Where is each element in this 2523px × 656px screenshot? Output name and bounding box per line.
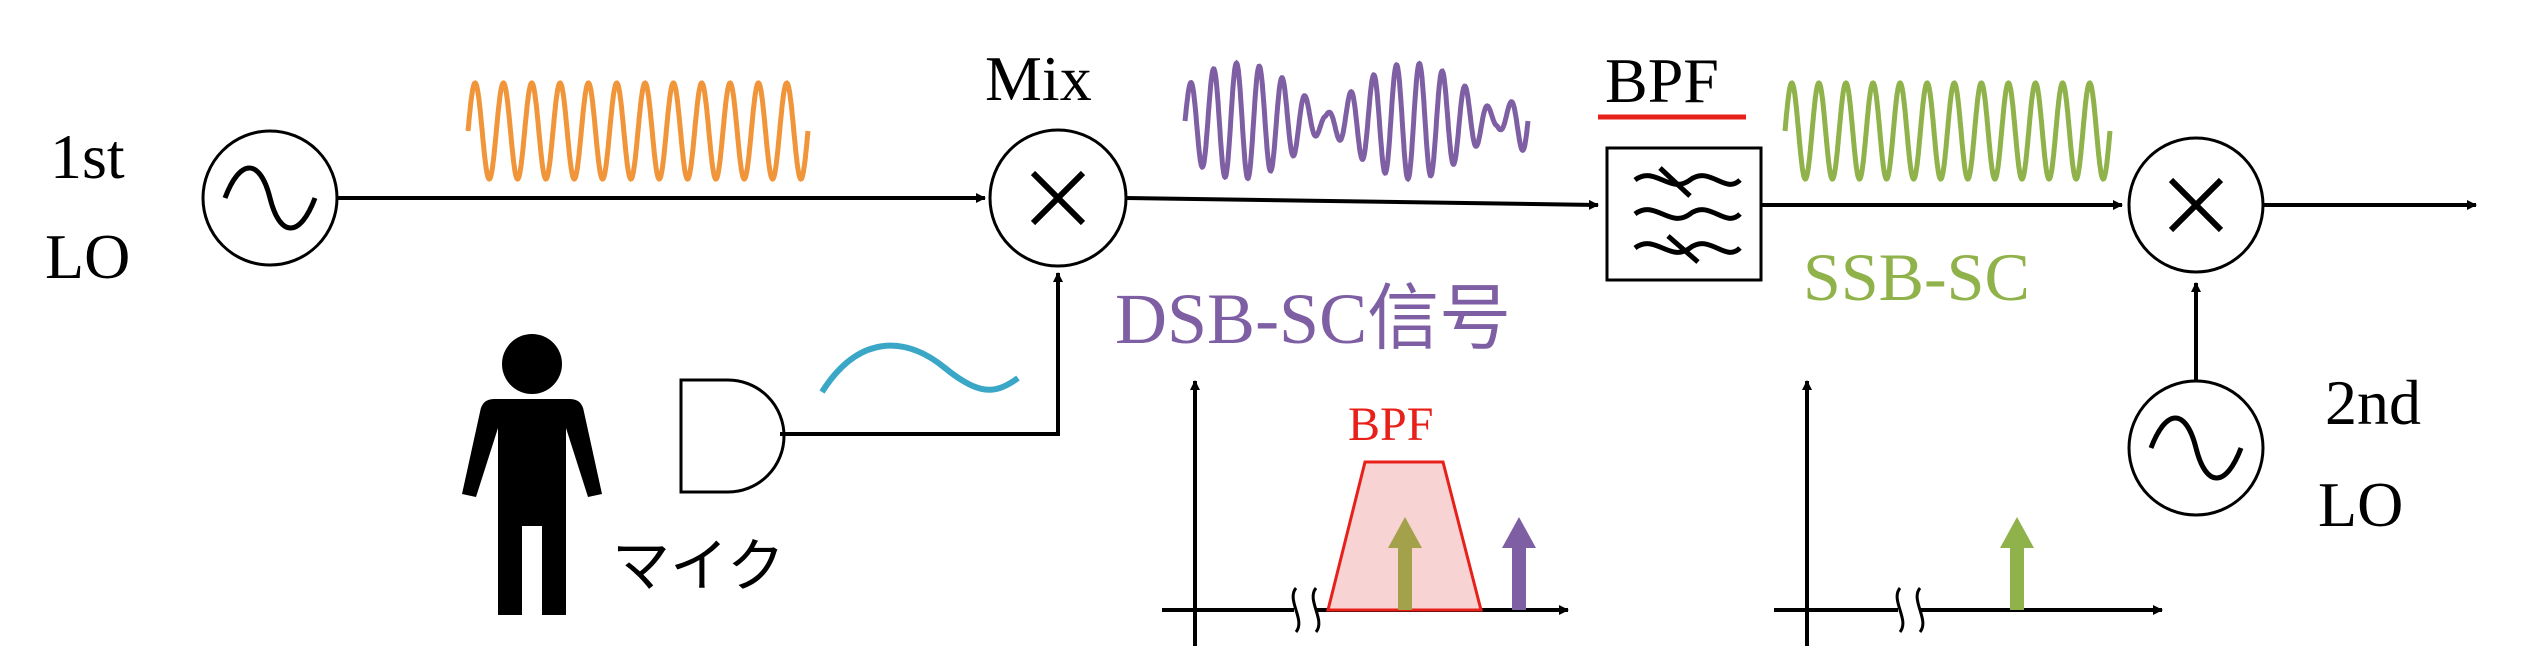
lower-sideband-arrow — [1388, 517, 1422, 610]
lo1-label-line1: 1st — [50, 121, 125, 192]
lo1-label-line2: LO — [45, 221, 130, 292]
lo2-oscillator — [2127, 379, 2265, 517]
signal-line-mixer-to-bpf — [1125, 196, 1599, 210]
lo2-label-line1: 2nd — [2325, 367, 2421, 438]
axis-break-mark — [1895, 587, 1925, 633]
person-icon — [462, 334, 602, 615]
signal-line-mic-to-mixer — [780, 272, 1063, 436]
mix-label: Mix — [985, 43, 1092, 114]
multiply-icon — [2168, 177, 2224, 233]
carrier-waveform — [465, 80, 811, 182]
mic-label: マイク — [612, 534, 785, 599]
upper-sideband-arrow — [1502, 517, 1536, 610]
mixer-2 — [2127, 136, 2265, 274]
bpf-spectrum-label: BPF — [1348, 398, 1433, 451]
lo2-label-line2: LO — [2318, 469, 2403, 540]
mixer-1 — [988, 128, 1128, 268]
ssb-waveform — [1782, 80, 2113, 182]
multiply-icon — [1030, 170, 1086, 226]
lo1-oscillator — [201, 129, 339, 267]
ssb-component-arrow — [2000, 517, 2034, 610]
microphone-icon — [679, 378, 786, 494]
axis-break-mark — [1291, 587, 1321, 633]
spectrum-dsb — [1162, 380, 1569, 646]
bpf-box — [1605, 146, 1763, 282]
audio-waveform — [819, 342, 1020, 394]
sine-icon — [2148, 415, 2244, 481]
bandpass-filter-icon — [1633, 166, 1742, 264]
dsb-waveform — [1182, 59, 1531, 183]
bpf-label: BPF — [1605, 45, 1719, 116]
spectrum-ssb — [1774, 380, 2163, 646]
dsb-sc-label: DSB-SC信号 — [1115, 279, 1511, 359]
sine-icon — [222, 165, 318, 231]
ssb-sc-label: SSB-SC — [1803, 239, 2030, 315]
